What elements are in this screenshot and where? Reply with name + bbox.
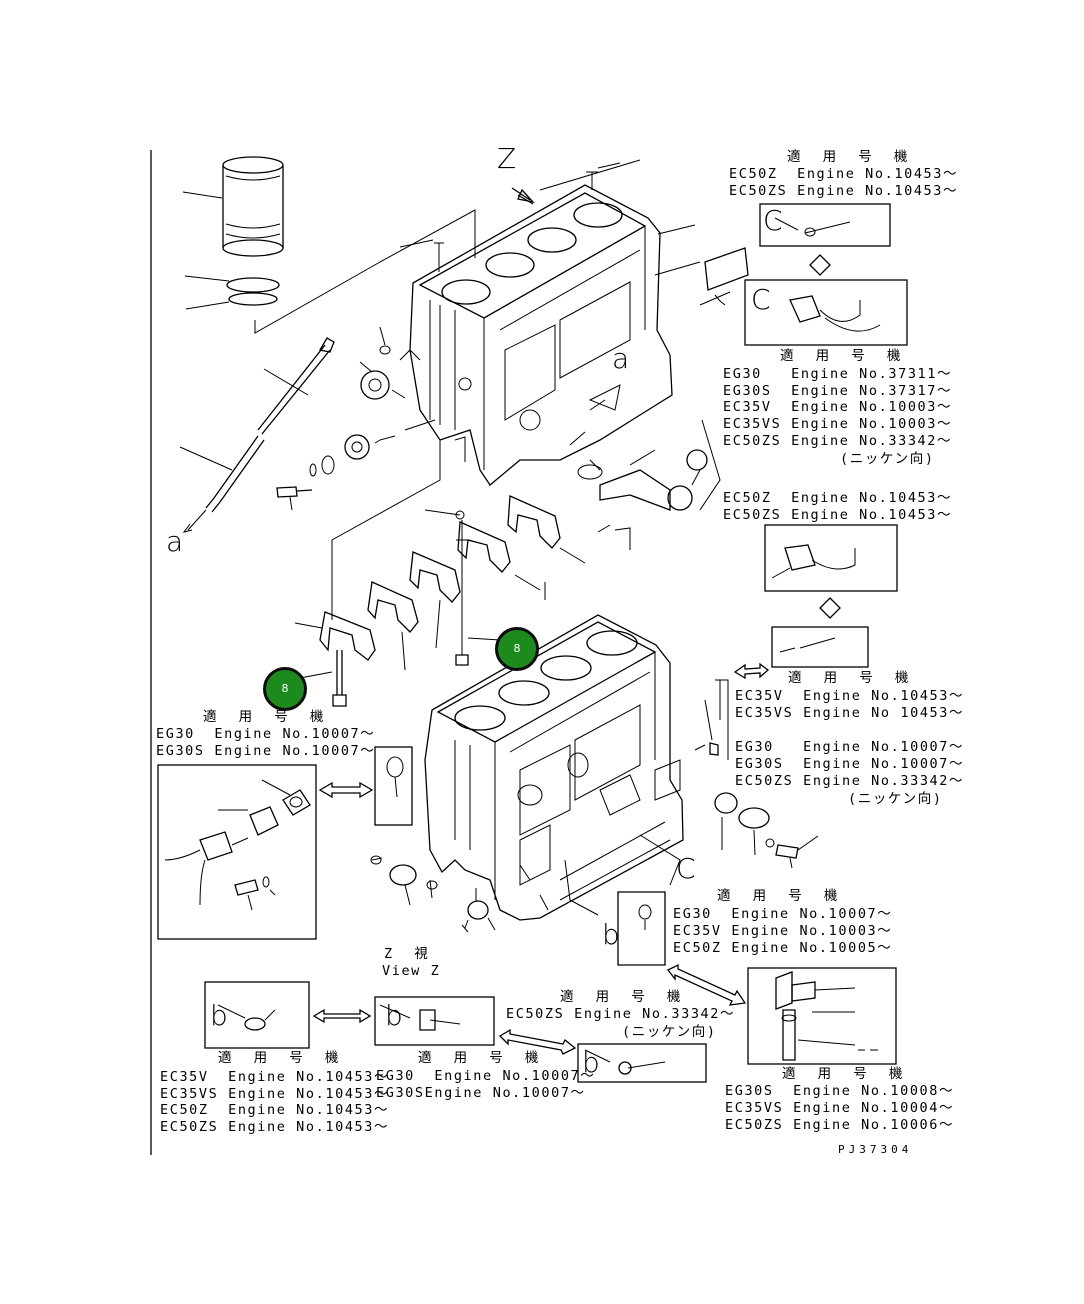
applicable-models-header: 適 用 号 機 bbox=[717, 888, 845, 904]
engine-serial-line: EG30S Engine No.10007～ bbox=[735, 756, 965, 772]
engine-serial-line: EG30 Engine No.10007～ bbox=[156, 726, 376, 742]
applicable-models-header: 適 用 号 機 bbox=[788, 670, 916, 686]
arrow-letter-a-lower: a bbox=[166, 525, 184, 558]
engine-serial-line: EC50Z Engine No.10453～ bbox=[160, 1102, 390, 1118]
engine-serial-line: EG30 Engine No.10007～ bbox=[376, 1068, 596, 1084]
engine-serial-line: EC50ZS Engine No.10453～ bbox=[729, 183, 959, 199]
destination-note: (ニッケン向) bbox=[840, 451, 935, 467]
engine-serial-line: EG30S Engine No.37317～ bbox=[723, 383, 953, 399]
engine-serial-line: EC50ZS Engine No.10006～ bbox=[725, 1117, 955, 1133]
view-z-letter: Z bbox=[497, 142, 517, 175]
engine-serial-line: EC35V Engine No.10453～ bbox=[735, 688, 965, 704]
engine-serial-line: EG30 Engine No.10007～ bbox=[673, 906, 893, 922]
applicable-models-header: 適 用 号 機 bbox=[782, 1066, 910, 1082]
engine-serial-line: EC50ZS Engine No.33342～ bbox=[506, 1006, 736, 1022]
engine-serial-line: EC35V Engine No.10003～ bbox=[673, 923, 893, 939]
engine-serial-line: EC50ZS Engine No.33342～ bbox=[735, 773, 965, 789]
view-z-label-en: View Z bbox=[382, 963, 441, 979]
arrow-letter-c-box2: C bbox=[751, 283, 771, 316]
arrow-letter-c-lower: C bbox=[676, 852, 696, 885]
engine-serial-line: EC50ZS Engine No.10453～ bbox=[723, 507, 953, 523]
engine-serial-line: EC35VS Engine No.10003～ bbox=[723, 416, 953, 432]
applicable-models-header: 適 用 号 機 bbox=[560, 989, 688, 1005]
applicable-models-header: 適 用 号 機 bbox=[218, 1050, 346, 1066]
reference-marker[interactable]: 8 bbox=[495, 627, 539, 671]
arrow-letter-b-box3: b bbox=[582, 1046, 600, 1079]
applicable-models-header: 適 用 号 機 bbox=[418, 1050, 546, 1066]
arrow-letter-b-box1: b bbox=[210, 999, 228, 1032]
view-z-label-jp: Z 視 bbox=[384, 946, 435, 962]
engine-serial-line: EC35V Engine No.10003～ bbox=[723, 399, 953, 415]
engine-serial-line: EC50Z Engine No.10005～ bbox=[673, 940, 893, 956]
engine-serial-line: EC35VS Engine No 10453～ bbox=[735, 705, 965, 721]
engine-serial-line: EC35VS Engine No.10004～ bbox=[725, 1100, 955, 1116]
applicable-models-header: 適 用 号 機 bbox=[787, 149, 915, 165]
dipstick bbox=[182, 337, 335, 533]
destination-note: (ニッケン向) bbox=[622, 1024, 717, 1040]
engine-serial-line: EC50ZS Engine No.33342～ bbox=[723, 433, 953, 449]
arrow-letter-c-box1: C bbox=[763, 204, 783, 237]
cylinder-liner bbox=[222, 156, 284, 306]
engine-serial-line: EC50ZS Engine No.10453～ bbox=[160, 1119, 390, 1135]
reference-marker[interactable]: 8 bbox=[263, 667, 307, 711]
engine-serial-line: EG30 Engine No.10007～ bbox=[735, 739, 965, 755]
engine-serial-line: EG30S Engine No.10007～ bbox=[156, 743, 376, 759]
engine-serial-line: EC35VS Engine No.10453～ bbox=[160, 1086, 390, 1102]
engine-serial-line: EG30 Engine No.37311～ bbox=[723, 366, 953, 382]
engine-serial-line: EC35V Engine No.10453～ bbox=[160, 1069, 390, 1085]
applicable-models-header: 適 用 号 機 bbox=[780, 348, 908, 364]
engine-serial-line: EC50Z Engine No.10453～ bbox=[729, 166, 959, 182]
engine-serial-line: EG30S Engine No.10008～ bbox=[725, 1083, 955, 1099]
applicable-models-header: 適 用 号 機 bbox=[203, 709, 331, 725]
arrow-letter-b-box2: b bbox=[385, 999, 403, 1032]
destination-note: (ニッケン向) bbox=[848, 791, 943, 807]
arrow-letter-a-upper: a bbox=[612, 342, 630, 375]
lower-cylinder-block bbox=[424, 614, 684, 921]
engine-serial-line: EG30SEngine No.10007～ bbox=[376, 1085, 586, 1101]
diagram-code: PJ37304 bbox=[838, 1143, 913, 1156]
upper-cylinder-block bbox=[409, 184, 673, 486]
arrow-letter-b-lower: b bbox=[602, 918, 620, 951]
engine-serial-line: EC50Z Engine No.10453～ bbox=[723, 490, 953, 506]
